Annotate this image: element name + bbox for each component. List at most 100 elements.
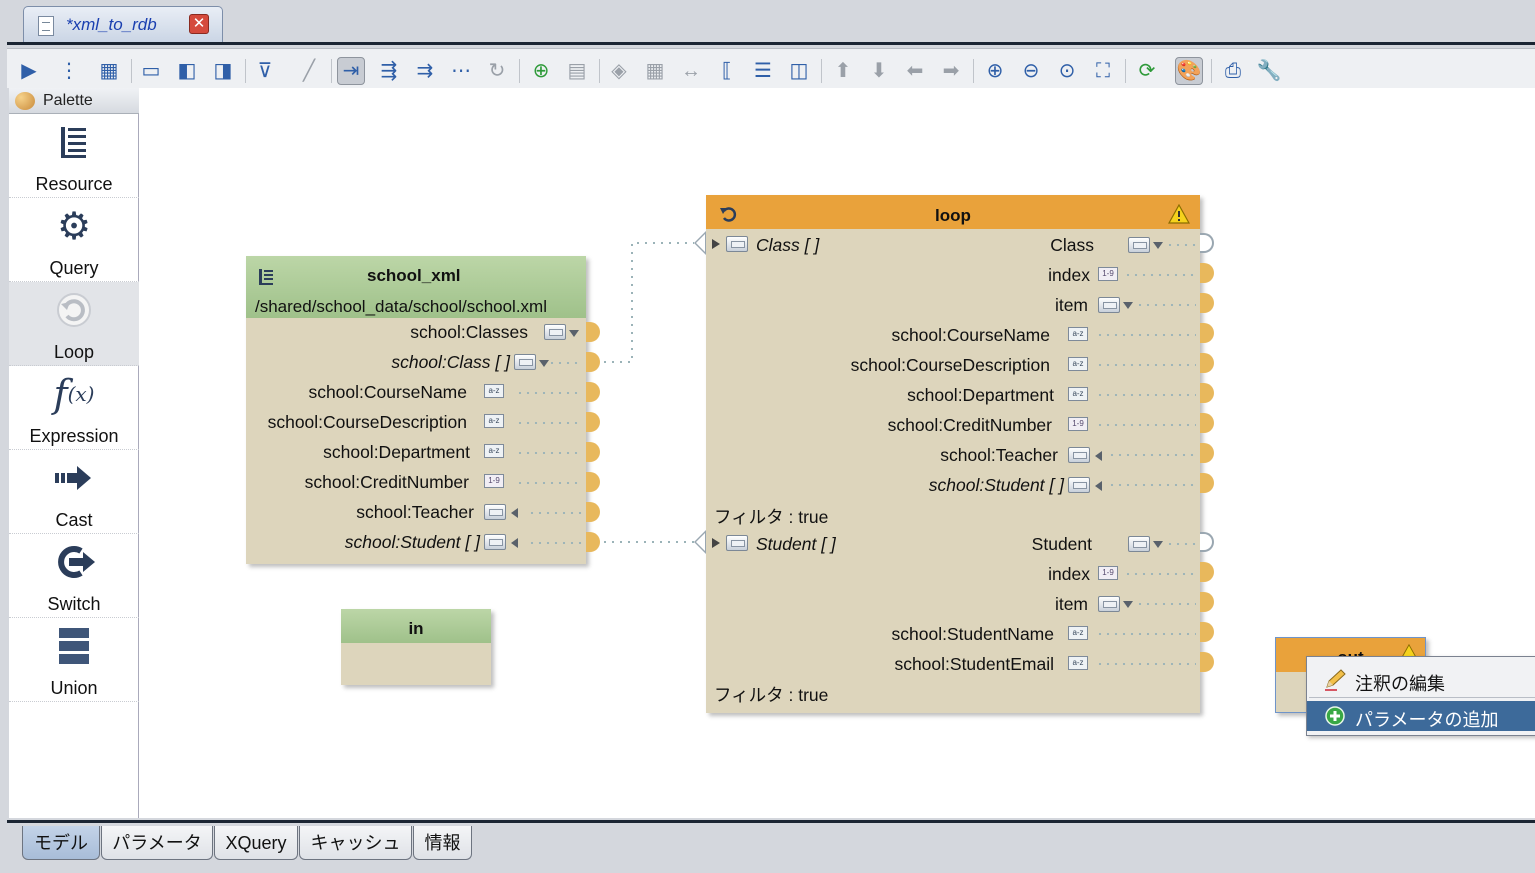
expand-icon[interactable]	[569, 330, 579, 337]
close-icon[interactable]: ✕	[189, 14, 209, 34]
loop-filter[interactable]: フィルタ : true	[714, 507, 829, 527]
output-port[interactable]	[1200, 383, 1214, 403]
output-port[interactable]	[586, 472, 600, 492]
tree-icon[interactable]: ⋮	[59, 60, 79, 82]
loop-source-student[interactable]: Student [ ]	[756, 534, 836, 554]
field-course-name[interactable]: school:CourseName	[308, 382, 467, 402]
field-student-array[interactable]: school:Student [ ]	[344, 532, 480, 552]
filter-add-icon[interactable]: ⊽	[257, 60, 273, 82]
output-port[interactable]	[586, 442, 600, 462]
loop-field-credit-number[interactable]: school:CreditNumber	[887, 415, 1052, 435]
output-port[interactable]	[1200, 592, 1214, 612]
collapse-icon[interactable]	[1095, 451, 1102, 461]
panel-icon[interactable]: ◫	[789, 60, 809, 82]
output-port[interactable]	[1200, 443, 1214, 463]
loop-field-teacher[interactable]: school:Teacher	[940, 445, 1058, 465]
dots-icon[interactable]: ⋯	[451, 60, 471, 82]
collapse-icon[interactable]	[511, 508, 518, 518]
zoom-fit-icon[interactable]: ⊙	[1058, 60, 1076, 82]
expand-icon[interactable]	[539, 360, 549, 367]
field-teacher[interactable]: school:Teacher	[356, 502, 474, 522]
print-icon[interactable]: ⎙	[1225, 60, 1241, 82]
output-port[interactable]	[1200, 263, 1214, 283]
output-port[interactable]	[1200, 562, 1214, 582]
menu-item-add-parameter[interactable]: パラメータの追加	[1307, 701, 1535, 731]
refresh-icon[interactable]: ⟳	[1138, 60, 1156, 82]
loop-field-index[interactable]: index	[1048, 564, 1090, 584]
loop-field-course-description[interactable]: school:CourseDescription	[850, 355, 1050, 375]
wrench-icon[interactable]: 🔧	[1256, 60, 1282, 82]
palette-item-resource[interactable]: Resource	[9, 114, 139, 198]
editor-tab-xml-to-rdb[interactable]: *xml_to_rdb ✕	[23, 6, 223, 44]
expand-icon[interactable]	[1153, 541, 1163, 548]
arrow-down-icon[interactable]: ⬇	[870, 60, 888, 82]
output-port[interactable]	[1200, 323, 1214, 343]
in-node[interactable]: in	[341, 609, 491, 685]
collapse-icon[interactable]	[511, 538, 518, 548]
input-port[interactable]	[694, 231, 706, 255]
output-port[interactable]	[1200, 622, 1214, 642]
palette-item-loop[interactable]: Loop	[9, 282, 139, 366]
loop-field-course-name[interactable]: school:CourseName	[891, 325, 1050, 345]
field-credit-number[interactable]: school:CreditNumber	[304, 472, 469, 492]
loop-field-student-name[interactable]: school:StudentName	[891, 624, 1054, 644]
output-port[interactable]	[1200, 652, 1214, 672]
output-port[interactable]	[586, 352, 600, 372]
loop-node[interactable]: loop Class [ ] Class index item school:C…	[694, 195, 1214, 713]
tab-cache[interactable]: キャッシュ	[299, 826, 412, 860]
output-port[interactable]	[1200, 293, 1214, 313]
palette-item-expression[interactable]: f(x) Expression	[9, 366, 139, 450]
output-port[interactable]	[586, 532, 600, 552]
loop-field-item[interactable]: item	[1054, 295, 1088, 315]
output-port[interactable]	[586, 412, 600, 432]
expand-arrow-icon[interactable]	[712, 538, 720, 548]
comment-icon[interactable]: ▭	[141, 60, 161, 82]
school-xml-node[interactable]: school_xml /shared/school_data/school/sc…	[246, 256, 600, 564]
run-icon[interactable]: ▶	[21, 60, 37, 82]
link-map-icon[interactable]: ⇶	[380, 60, 398, 82]
arrow-left-icon[interactable]: ⬅	[906, 60, 924, 82]
field-classes[interactable]: school:Classes	[410, 322, 528, 342]
link-multi-icon[interactable]: ⇉	[416, 60, 434, 82]
table-icon[interactable]: ▤	[567, 60, 587, 82]
loop-filter[interactable]: フィルタ : true	[714, 685, 829, 705]
calculator-icon[interactable]: ▦	[99, 60, 119, 82]
loop-field-student-email[interactable]: school:StudentEmail	[894, 654, 1054, 674]
palette-item-query[interactable]: ⚙ Query	[9, 198, 139, 282]
field-class-array[interactable]: school:Class [ ]	[391, 352, 510, 372]
tag-icon[interactable]: ◈	[611, 60, 627, 82]
tab-info[interactable]: 情報	[413, 826, 472, 860]
output-port[interactable]	[1200, 473, 1214, 493]
output-port[interactable]	[1200, 413, 1214, 433]
palette-item-switch[interactable]: Switch	[9, 534, 139, 618]
zoom-out-icon[interactable]: ⊖	[1022, 60, 1040, 82]
output-port[interactable]	[586, 322, 600, 342]
add-icon[interactable]: ⊕	[532, 60, 550, 82]
field-department[interactable]: school:Department	[323, 442, 470, 462]
palette-toggle-icon[interactable]: 🎨	[1175, 57, 1203, 85]
loop-field-index[interactable]: index	[1048, 265, 1090, 285]
arrow-up-icon[interactable]: ⬆	[834, 60, 852, 82]
resize-horizontal-icon[interactable]: ↔	[681, 60, 701, 82]
comment-right-icon[interactable]: ◨	[213, 60, 233, 82]
loop-field-student[interactable]: Student	[1031, 534, 1092, 554]
line-icon[interactable]: ╱	[302, 60, 316, 82]
loop-field-department[interactable]: school:Department	[907, 385, 1054, 405]
brackets-icon[interactable]: ⟦	[722, 60, 732, 82]
tab-parameters[interactable]: パラメータ	[101, 826, 213, 860]
tab-model[interactable]: モデル	[22, 826, 100, 860]
loop-field-item[interactable]: item	[1054, 594, 1088, 614]
input-port[interactable]	[694, 530, 706, 554]
cycle-icon[interactable]: ↻	[488, 60, 506, 82]
connect-icon[interactable]: ⇥	[337, 57, 365, 85]
expand-icon[interactable]	[1123, 302, 1133, 309]
grid-icon[interactable]: ▦	[645, 60, 665, 82]
output-port[interactable]	[586, 502, 600, 522]
output-port[interactable]	[1200, 233, 1214, 253]
expand-icon[interactable]	[1153, 242, 1163, 249]
loop-field-student-array[interactable]: school:Student [ ]	[928, 475, 1064, 495]
arrow-right-icon[interactable]: ➡	[942, 60, 960, 82]
tab-xquery[interactable]: XQuery	[214, 826, 298, 860]
palette-item-union[interactable]: Union	[9, 618, 139, 702]
field-course-description[interactable]: school:CourseDescription	[267, 412, 467, 432]
